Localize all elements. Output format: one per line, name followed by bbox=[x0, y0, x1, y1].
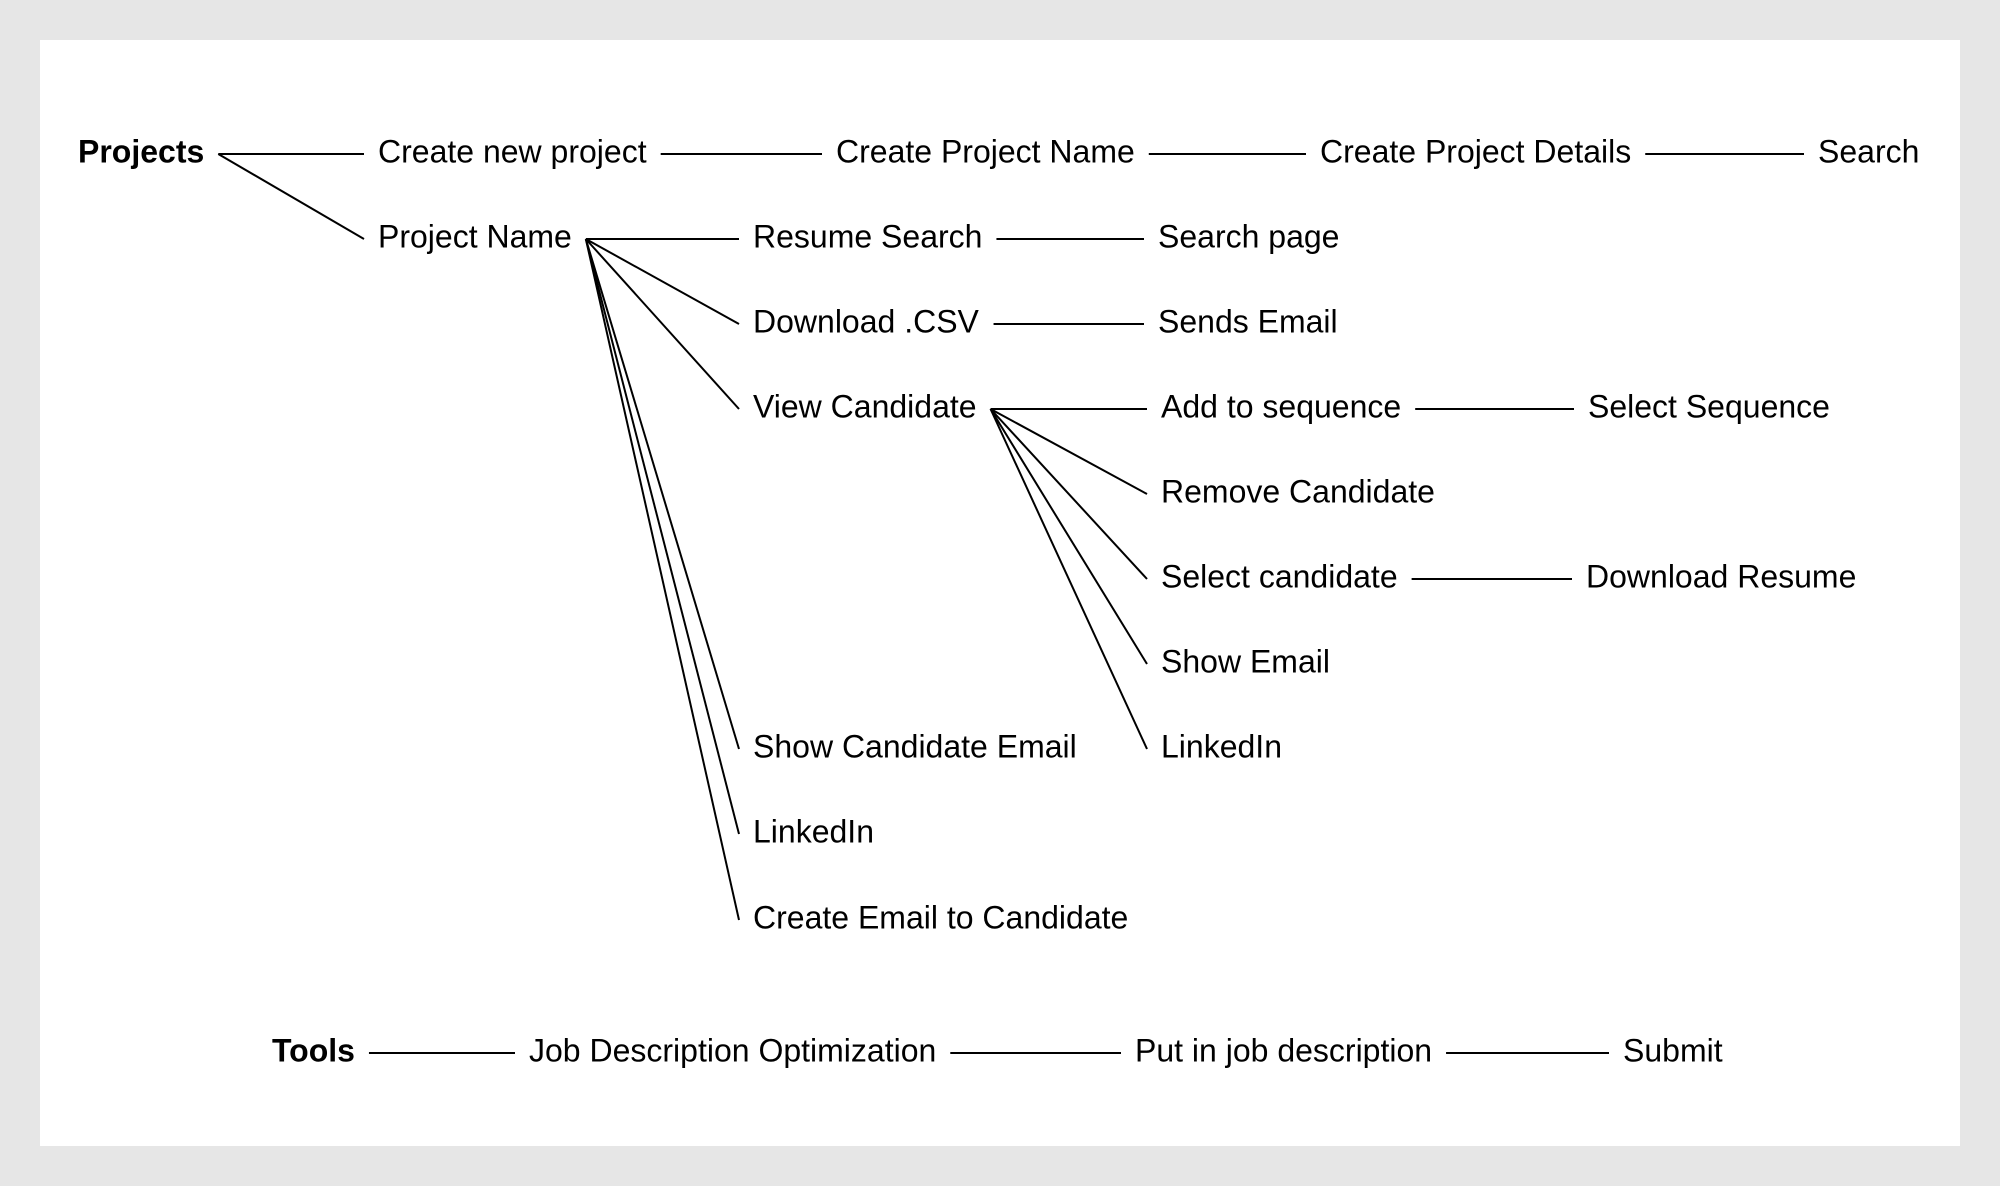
edge-view-candidate-to-remove-candidate bbox=[990, 408, 1148, 495]
node-linkedin-candidate: LinkedIn bbox=[1161, 728, 1282, 764]
node-remove-candidate: Remove Candidate bbox=[1161, 473, 1435, 509]
node-linkedin-project: LinkedIn bbox=[753, 813, 874, 849]
node-create-project-details: Create Project Details bbox=[1320, 133, 1631, 169]
node-submit: Submit bbox=[1623, 1032, 1723, 1068]
edge-project-name-to-create-email-to-candidate bbox=[584, 238, 740, 921]
node-select-sequence: Select Sequence bbox=[1588, 388, 1830, 424]
diagram-canvas bbox=[40, 40, 1960, 1146]
node-project-name: Project Name bbox=[378, 218, 572, 254]
edge-view-candidate-to-show-email bbox=[989, 408, 1148, 665]
edge-projects-to-project-name bbox=[217, 153, 365, 240]
node-create-new-project: Create new project bbox=[378, 133, 647, 169]
node-show-email: Show Email bbox=[1161, 643, 1330, 679]
edge-project-name-to-show-candidate-email bbox=[584, 238, 740, 750]
node-create-email-to-candidate: Create Email to Candidate bbox=[753, 899, 1128, 935]
edge-view-candidate-to-linkedin-candidate bbox=[989, 408, 1148, 750]
node-projects: Projects bbox=[78, 133, 204, 169]
node-download-csv: Download .CSV bbox=[753, 303, 980, 339]
nodes-layer: Projects Create new project Create Proje… bbox=[78, 133, 1919, 1068]
node-sends-email: Sends Email bbox=[1158, 303, 1338, 339]
node-tools: Tools bbox=[272, 1032, 355, 1068]
node-put-in-job-description: Put in job description bbox=[1135, 1032, 1432, 1068]
node-job-description-optimization: Job Description Optimization bbox=[529, 1032, 936, 1068]
node-select-candidate: Select candidate bbox=[1161, 558, 1398, 594]
node-show-candidate-email: Show Candidate Email bbox=[753, 728, 1077, 764]
edges-layer bbox=[217, 153, 1804, 1054]
edge-project-name-to-linkedin-project bbox=[584, 238, 740, 835]
edge-view-candidate-to-select-candidate bbox=[989, 408, 1148, 580]
node-create-project-name: Create Project Name bbox=[836, 133, 1135, 169]
node-add-to-sequence: Add to sequence bbox=[1161, 388, 1401, 424]
node-download-resume: Download Resume bbox=[1586, 558, 1856, 594]
edge-project-name-to-view-candidate bbox=[585, 238, 740, 410]
node-resume-search: Resume Search bbox=[753, 218, 982, 254]
node-search: Search bbox=[1818, 133, 1919, 169]
node-search-page: Search page bbox=[1158, 218, 1339, 254]
edge-project-name-to-download-csv bbox=[585, 238, 740, 325]
node-view-candidate: View Candidate bbox=[753, 388, 977, 424]
